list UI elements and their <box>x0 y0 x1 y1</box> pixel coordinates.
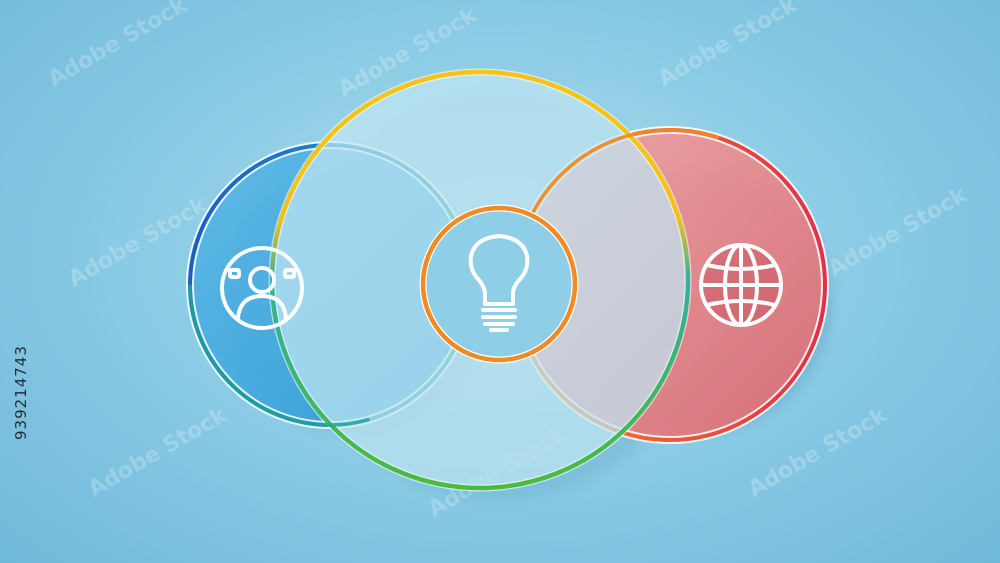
center-small-circle <box>419 204 579 364</box>
stock-id-label: 939214743 <box>12 345 30 440</box>
globe-icon <box>699 243 783 327</box>
person-icon <box>220 246 304 330</box>
left-circle-overlap-arc <box>188 143 472 427</box>
lightbulb-icon <box>468 234 530 332</box>
